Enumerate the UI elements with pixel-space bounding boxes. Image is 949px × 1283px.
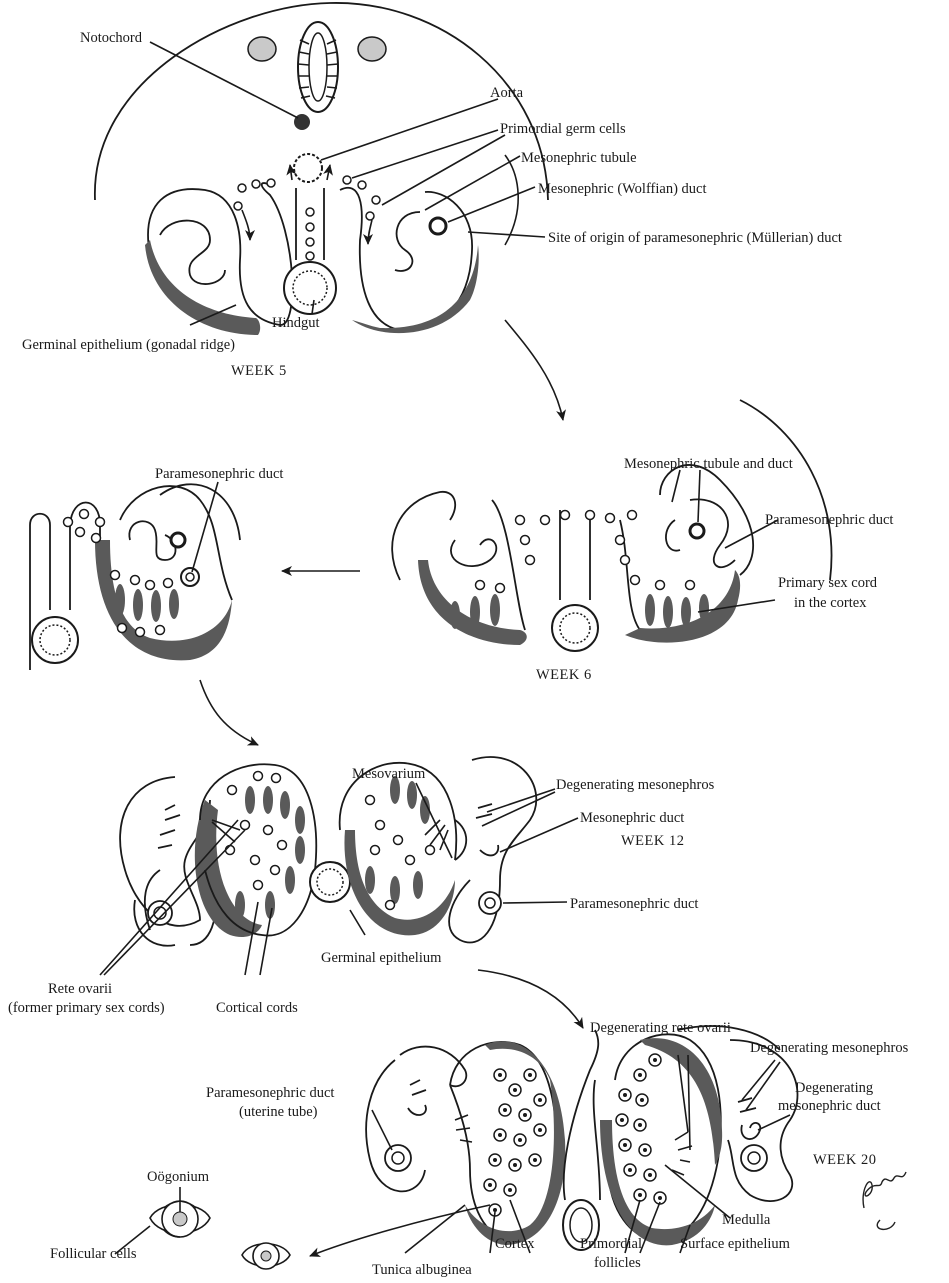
w12-left-ovary-rim	[195, 800, 262, 937]
label-degenerating-mesonephros-w20: Degenerating mesonephros	[750, 1040, 909, 1056]
label-paramesonephric-duct-detail: Paramesonephric duct	[155, 466, 283, 482]
week6-panel: Mesonephric tubule and duct Paramesoneph…	[392, 400, 893, 683]
arrow-to-week12	[200, 680, 258, 745]
label-primary-sex-cord: Primary sex cord	[778, 575, 878, 591]
left-ridge-outline	[148, 183, 292, 325]
week6-outer-body	[740, 400, 832, 580]
label-oogonium: Oögonium	[147, 1169, 210, 1185]
label-medulla: Medulla	[722, 1212, 771, 1228]
week5-germ-cells	[234, 176, 380, 260]
right-mesonephric-tubule	[395, 212, 420, 271]
label-notochord: Notochord	[80, 30, 143, 46]
label-degenerating-mesonephric-duct: mesonephric duct	[778, 1098, 881, 1114]
arrow-week5-to-week6	[505, 320, 563, 420]
week12-panel: Mesovarium Degenerating mesonephros Meso…	[8, 757, 715, 1016]
w12-right-outer	[449, 757, 536, 942]
week6-mesentery	[560, 510, 590, 600]
label-follicles: follicles	[594, 1255, 641, 1271]
label-paramesonephric-duct-w6: Paramesonephric duct	[765, 512, 893, 528]
wolffian-duct-circle	[430, 218, 446, 234]
label-site-of-origin: Site of origin of paramesonephric (Mülle…	[548, 230, 842, 246]
label-uterine-tube: (uterine tube)	[239, 1104, 318, 1120]
left-mesonephric-tubule	[160, 221, 225, 284]
week6-detail-panel: Paramesonephric duct	[30, 466, 283, 670]
label-mesonephric-tubule-and-duct: Mesonephric tubule and duct	[624, 456, 793, 472]
label-hindgut: Hindgut	[272, 315, 320, 331]
right-gonadal-ridge	[352, 245, 479, 333]
w20-left-degenerating	[408, 1080, 426, 1115]
detail-tubule	[129, 521, 175, 560]
label-paramesonephric-duct-w12: Paramesonephric duct	[570, 896, 698, 912]
w12-right-ovary-rim	[344, 830, 455, 935]
label-primordial-germ-cells: Primordial germ cells	[500, 121, 626, 137]
label-germinal-epithelium: Germinal epithelium	[321, 950, 442, 966]
left-gonadal-ridge	[145, 240, 260, 335]
dorsal-ganglion-right	[358, 37, 386, 61]
label-cortex: Cortex	[495, 1236, 535, 1252]
label-surface-epithelium: Surface epithelium	[680, 1236, 791, 1252]
label-aorta: Aorta	[490, 85, 524, 101]
w12-left-cells	[226, 772, 287, 890]
label-former-primary-sex-cords: (former primary sex cords)	[8, 1000, 165, 1016]
label-week5: WEEK 5	[231, 363, 287, 379]
week5-panel: Notochord Aorta Primordial germ cells Me…	[22, 3, 842, 379]
w12-right-duct	[480, 845, 498, 855]
week6-mesonephric-duct	[690, 524, 704, 538]
week6-right-tubule	[666, 520, 680, 551]
w20-center-left	[564, 1030, 599, 1200]
oogonium-detail: Oögonium Follicular cells	[50, 1169, 290, 1269]
label-germinal-epithelium-ridge: Germinal epithelium (gonadal ridge)	[22, 337, 235, 353]
w20-right-degen-duct	[741, 1123, 760, 1139]
detail-outer-right	[160, 484, 240, 540]
label-wolffian-duct: Mesonephric (Wolffian) duct	[538, 181, 707, 197]
aorta-circle	[294, 154, 322, 182]
label-paramesonephric-uterine: Paramesonephric duct	[206, 1085, 334, 1101]
label-primordial: Primordial	[580, 1236, 642, 1252]
label-rete-ovarii: Rete ovarii	[48, 981, 112, 997]
week20-panel: Degenerating rete ovarii Degenerating me…	[206, 1020, 909, 1278]
w20-right-follicles	[616, 1054, 666, 1204]
label-in-the-cortex: in the cortex	[794, 595, 867, 611]
arrow-to-week20	[478, 970, 583, 1028]
w12-left-cords	[235, 786, 305, 919]
w20-right-outer	[728, 1040, 798, 1201]
week6-germ-cells	[476, 511, 695, 593]
week6-left-tubule	[451, 539, 496, 566]
dorsal-ganglion-left	[248, 37, 276, 61]
w12-left-degenerating	[158, 805, 180, 848]
label-mesonephric-tubule: Mesonephric tubule	[521, 150, 637, 166]
label-mesonephric-duct-w12: Mesonephric duct	[580, 810, 684, 826]
w20-right-surface	[600, 1120, 715, 1245]
label-week12: WEEK 12	[621, 833, 685, 849]
neural-tube	[298, 22, 338, 112]
oogonium-small	[242, 1243, 290, 1269]
label-degenerating-mesonephros-w12: Degenerating mesonephros	[556, 777, 715, 793]
label-degenerating: Degenerating	[795, 1080, 873, 1096]
label-tunica-albuginea: Tunica albuginea	[372, 1262, 472, 1278]
detail-mesonephric-duct	[171, 533, 185, 547]
detail-sex-cords	[115, 584, 179, 622]
w20-left-follicles	[484, 1069, 546, 1216]
label-week20: WEEK 20	[813, 1152, 877, 1168]
artist-signature	[863, 1172, 906, 1229]
label-mesovarium: Mesovarium	[352, 766, 426, 782]
label-follicular-cells: Follicular cells	[50, 1246, 137, 1262]
label-cortical-cords: Cortical cords	[216, 1000, 298, 1016]
label-week6: WEEK 6	[536, 667, 592, 683]
label-degenerating-rete-ovarii: Degenerating rete ovarii	[590, 1020, 731, 1036]
